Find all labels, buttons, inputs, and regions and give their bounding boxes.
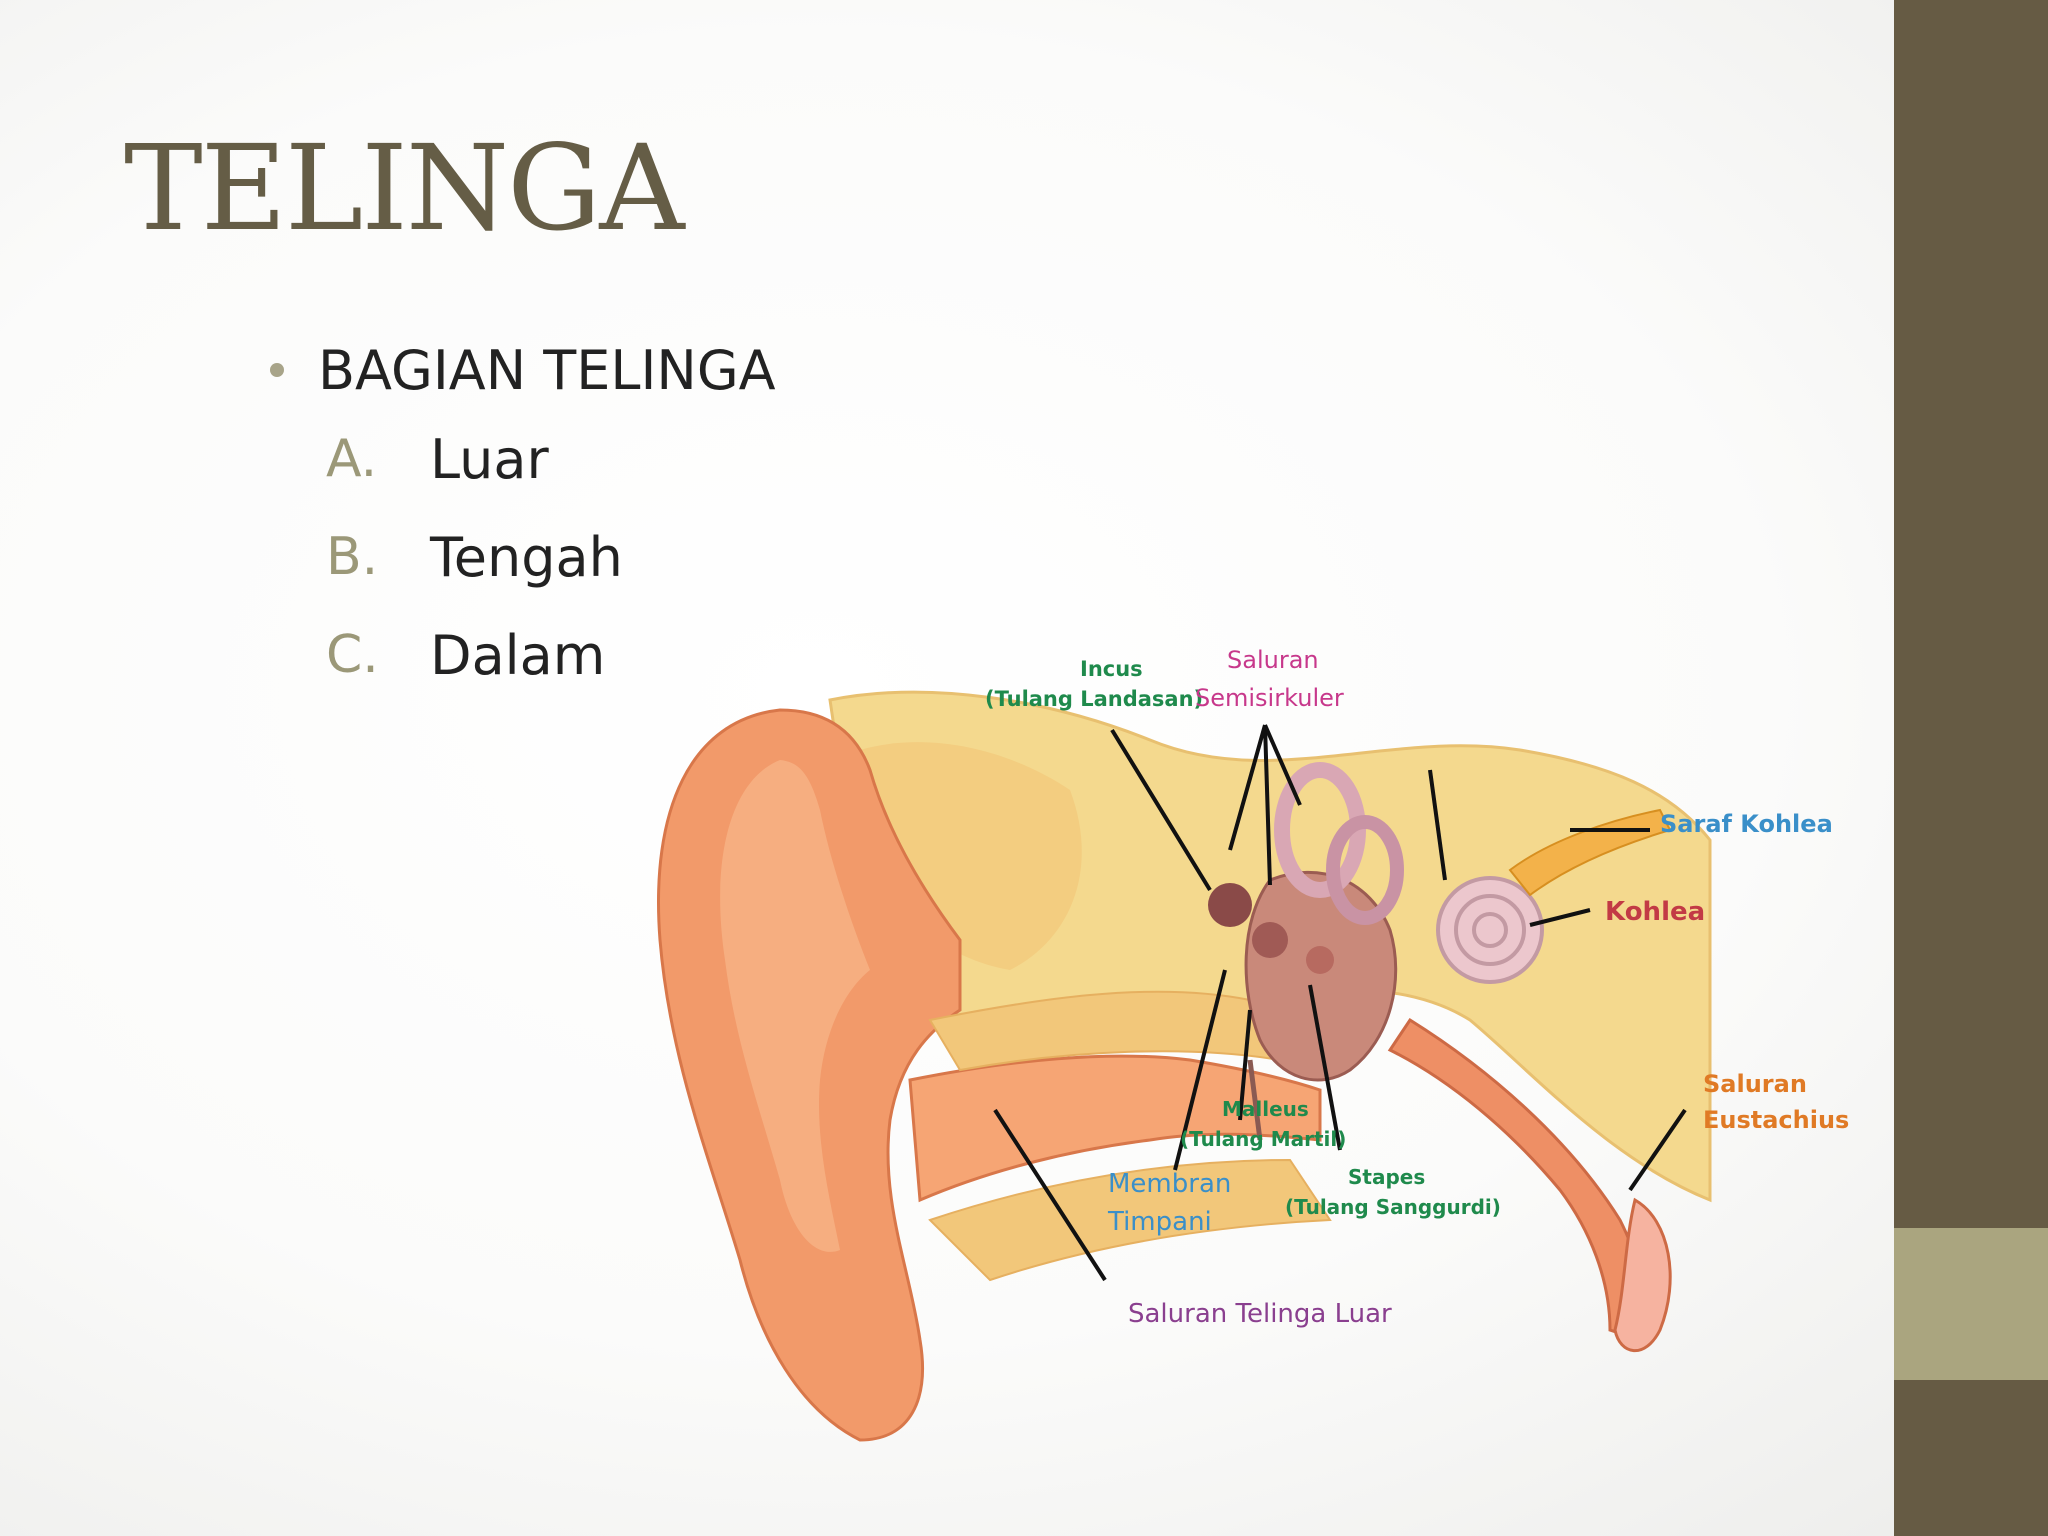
label-stapes-sub: (Tulang Sanggurdi) (1285, 1195, 1501, 1219)
sub-item-luar: A. Luar (326, 410, 776, 508)
sub-marker: A. (326, 429, 378, 489)
leader-lines (993, 724, 1687, 1282)
tympanic-membrane (1247, 1059, 1263, 1141)
cochlea-outer (1436, 876, 1544, 984)
ear-diagram: Incus (Tulang Landasan) Saluran Semisirk… (657, 646, 1849, 1442)
label-incus-sub: (Tulang Landasan) (985, 687, 1203, 711)
label-saluran-telinga-luar: Saluran Telinga Luar (1128, 1299, 1392, 1329)
label-kohlea: Kohlea (1605, 897, 1705, 927)
sub-item-dalam: C. Dalam (326, 606, 776, 704)
bullet-dot (270, 363, 284, 377)
label-membran-2: Timpani (1107, 1207, 1212, 1237)
label-membran-1: Membran (1108, 1169, 1231, 1199)
slide-title: TELINGA (124, 119, 685, 257)
bullet-text: BAGIAN TELINGA (318, 338, 776, 402)
incus-bone (1208, 883, 1252, 927)
cochlea-middle (1454, 894, 1526, 966)
label-incus: Incus (1080, 657, 1143, 681)
label-eustachius-1: Saluran (1703, 1070, 1807, 1098)
bullet-list: BAGIAN TELINGA A. Luar B. Tengah C. Dala… (270, 330, 776, 704)
semicircular-canal-2 (1326, 815, 1404, 925)
ear-canal (908, 1054, 1322, 1203)
sidebar-accent (1894, 1228, 2048, 1380)
sub-item-tengah: B. Tengah (326, 508, 776, 606)
sub-text: Luar (430, 427, 549, 491)
sub-marker: B. (326, 527, 379, 587)
label-eustachius-2: Eustachius (1703, 1106, 1849, 1134)
label-malleus: Malleus (1222, 1097, 1309, 1121)
middle-ear-cavity (1244, 870, 1398, 1082)
sub-marker: C. (326, 625, 379, 685)
sub-text: Dalam (430, 623, 606, 687)
eustachian-opening (1613, 1197, 1672, 1353)
label-malleus-sub: (Tulang Martil) (1180, 1127, 1346, 1151)
pinna-fold (720, 760, 870, 1252)
label-saraf-kohlea: Saraf Kohlea (1660, 810, 1833, 838)
label-saluran-semi-1: Saluran (1227, 646, 1319, 674)
cochlea-inner (1472, 912, 1508, 948)
ear-anatomy-figure: Incus (Tulang Landasan) Saluran Semisirk… (630, 640, 1880, 1450)
bullet-item: BAGIAN TELINGA (270, 330, 776, 410)
stapes-bone (1306, 946, 1334, 974)
malleus-bone (1252, 922, 1288, 958)
label-saluran-semi-2: Semisirkuler (1195, 684, 1344, 712)
sub-text: Tengah (430, 525, 623, 589)
label-stapes: Stapes (1348, 1165, 1425, 1189)
